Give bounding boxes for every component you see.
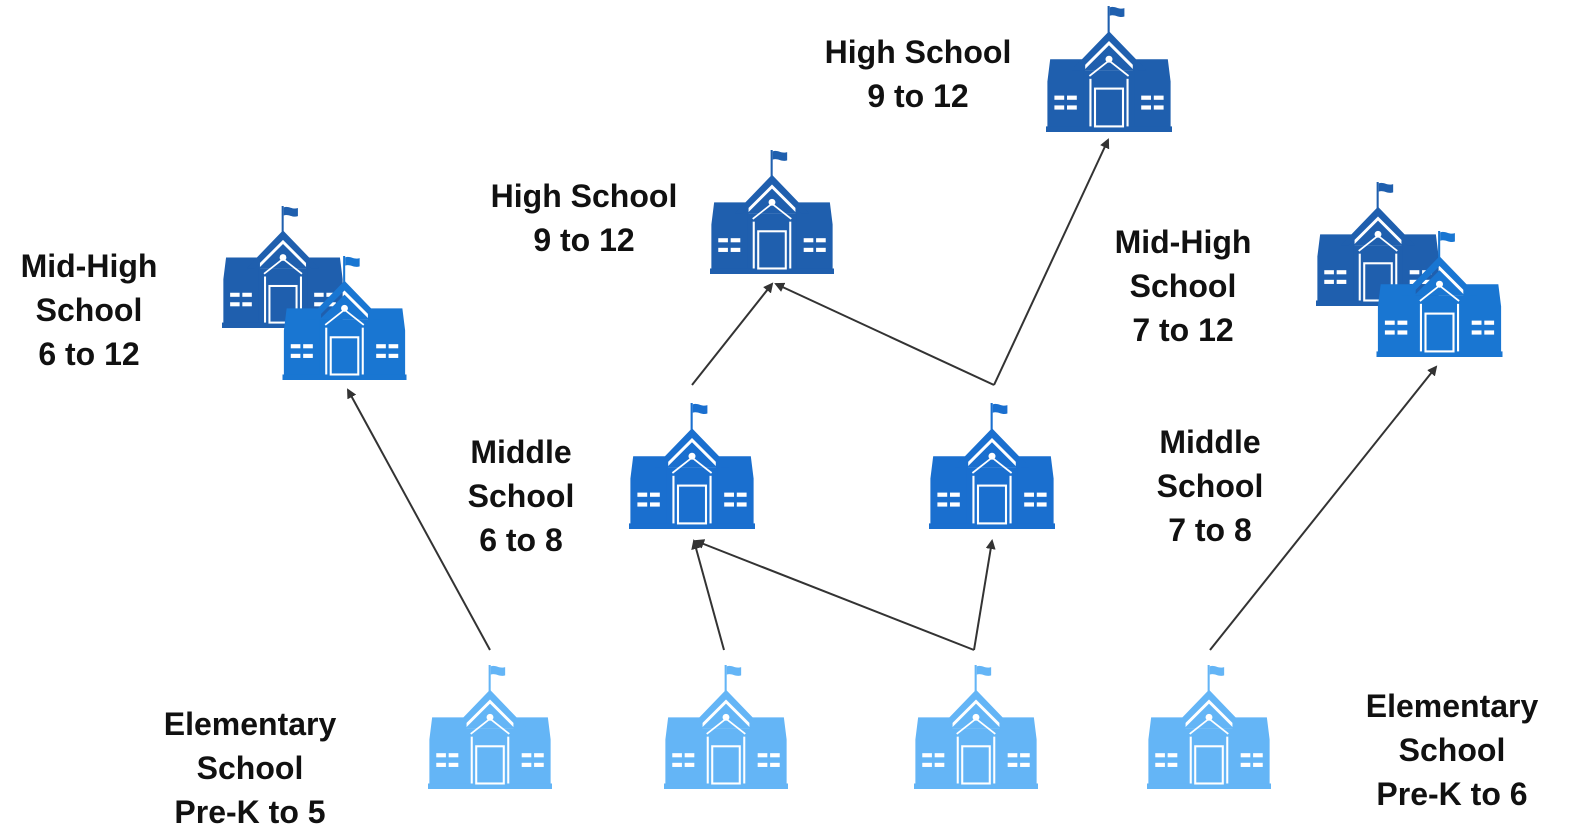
label-mid-high-right: Mid-High School 7 to 12 <box>1115 220 1252 352</box>
elementary-school-4-icon <box>1145 665 1273 789</box>
label-line: School <box>1156 468 1264 504</box>
label-high-school-mid: High School 9 to 12 <box>491 174 678 262</box>
arrow-elementary1-to-mid-high-left <box>347 388 491 651</box>
label-line: 7 to 12 <box>1132 312 1234 348</box>
label-middle-right: Middle School 7 to 8 <box>1157 420 1264 552</box>
label-line: School <box>196 750 304 786</box>
label-line: Middle <box>470 434 572 470</box>
label-line: 9 to 12 <box>533 222 635 258</box>
middle-school-right-icon <box>927 403 1057 529</box>
elementary-school-2-icon <box>662 665 790 789</box>
label-line: High School <box>490 178 678 214</box>
mid-high-right-back-icon <box>1314 182 1442 306</box>
label-line: School <box>1129 268 1237 304</box>
elementary-school-3-icon <box>912 665 1040 789</box>
arrow-middle-right-to-high-school-mid <box>774 282 995 386</box>
label-middle-left: Middle School 6 to 8 <box>468 430 575 562</box>
arrow-middle-right-to-high-school-top <box>993 138 1110 386</box>
arrow-elementary3-to-middle-left <box>694 539 975 651</box>
arrow-elementary2-to-middle-left <box>691 539 725 651</box>
label-elementary-right: Elementary School Pre-K to 6 <box>1366 684 1539 816</box>
label-line: 9 to 12 <box>867 78 969 114</box>
label-line: Mid-High <box>20 248 158 284</box>
label-line: 6 to 8 <box>479 522 563 558</box>
label-line: School <box>35 292 143 328</box>
mid-high-left-back-icon <box>220 206 346 328</box>
label-line: High School <box>824 34 1012 70</box>
label-line: 6 to 12 <box>38 336 140 372</box>
label-line: Middle <box>1159 424 1261 460</box>
high-school-mid-icon <box>708 150 836 274</box>
label-line: Mid-High <box>1114 224 1252 260</box>
arrow-elementary3-to-middle-right <box>973 539 996 651</box>
middle-school-left-icon <box>627 403 757 529</box>
arrow-middle-left-to-high-school-mid <box>691 282 774 386</box>
label-line: Elementary <box>163 706 337 742</box>
label-line: Pre-K to 6 <box>1376 776 1528 812</box>
label-high-school-top: High School 9 to 12 <box>825 30 1012 118</box>
elementary-school-1-icon <box>426 665 554 789</box>
label-line: Pre-K to 5 <box>174 794 326 830</box>
arrows <box>347 138 1438 651</box>
arrow-elementary4-to-mid-high-right <box>1209 365 1438 651</box>
label-line: 7 to 8 <box>1168 512 1252 548</box>
label-elementary-left: Elementary School Pre-K to 5 <box>164 702 337 834</box>
label-line: School <box>1398 732 1506 768</box>
label-line: Elementary <box>1365 688 1539 724</box>
label-line: School <box>467 478 575 514</box>
high-school-top-icon <box>1044 6 1174 132</box>
label-mid-high-left: Mid-High School 6 to 12 <box>21 244 158 376</box>
